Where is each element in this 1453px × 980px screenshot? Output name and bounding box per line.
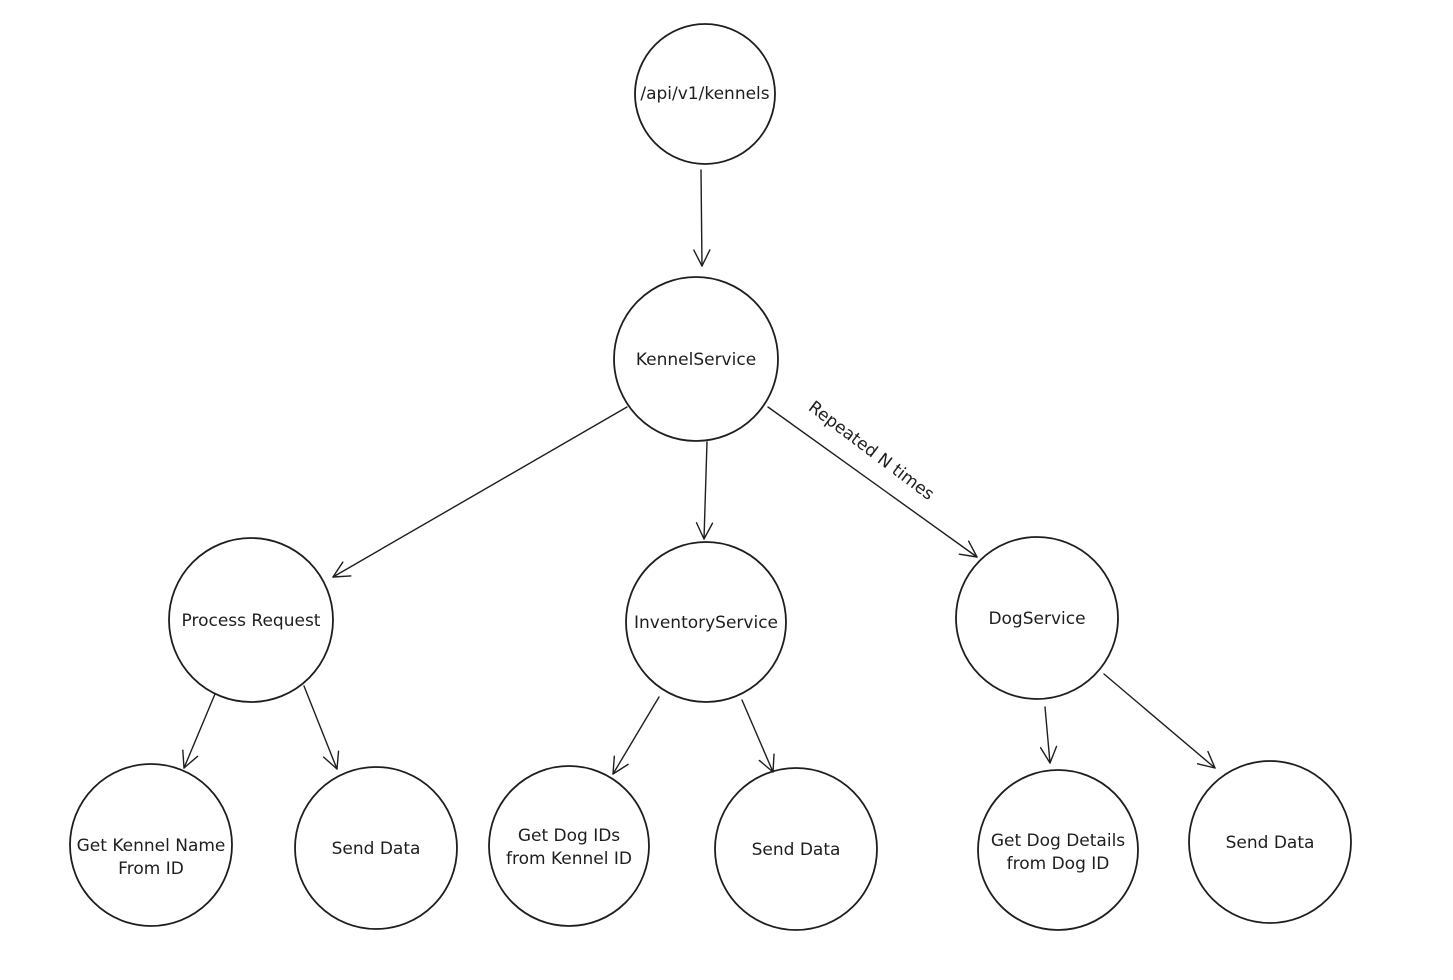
node-getdogids: Get Dog IDs from Kennel ID — [488, 765, 650, 927]
node-label: Process Request — [182, 611, 321, 631]
node-inventoryservice: InventoryService — [625, 541, 787, 703]
node-label-line-2: from Kennel ID — [506, 849, 632, 869]
edges — [182, 169, 1216, 775]
node-kennelservice: KennelService — [613, 276, 779, 442]
node-senddata-2: Send Data — [714, 767, 878, 931]
node-label-line-2: From ID — [118, 859, 184, 879]
edge-dogservice-to-senddata — [1103, 673, 1216, 769]
edge-api-to-kennelservice — [693, 169, 711, 267]
node-dogservice: DogService — [955, 536, 1119, 700]
edge-processrequest-to-senddata — [303, 685, 340, 770]
node-getdogdetails: Get Dog Details from Dog ID — [977, 769, 1139, 931]
edge-dogservice-to-getdogdetails — [1039, 706, 1058, 764]
node-label-line-1: Get Dog Details — [991, 831, 1125, 851]
node-label-line-1: Get Dog IDs — [518, 826, 620, 846]
edge-kennelservice-to-processrequest — [332, 406, 628, 578]
node-label-line-2: from Dog ID — [1007, 854, 1110, 874]
node-label: /api/v1/kennels — [640, 84, 769, 104]
node-senddata-3: Send Data — [1188, 760, 1352, 924]
node-senddata-1: Send Data — [294, 766, 458, 930]
node-label: InventoryService — [634, 613, 778, 633]
node-label: KennelService — [636, 350, 756, 370]
node-processrequest: Process Request — [168, 537, 334, 703]
node-label: DogService — [988, 609, 1085, 629]
node-label-line-1: Get Kennel Name — [77, 836, 226, 856]
edge-processrequest-to-getkennelname — [182, 693, 216, 769]
node-label: Send Data — [1226, 833, 1315, 853]
node-api-endpoint: /api/v1/kennels — [634, 23, 776, 165]
node-label: Send Data — [752, 840, 841, 860]
node-label: Send Data — [332, 839, 421, 859]
edge-kennelservice-to-dogservice — [767, 406, 978, 558]
edge-inventoryservice-to-senddata — [741, 699, 775, 773]
node-getkennelname: Get Kennel Name From ID — [69, 763, 233, 927]
edge-inventoryservice-to-getdogids — [612, 696, 660, 775]
edge-label-repeated-n-times: Repeated N times — [804, 397, 937, 504]
edge-kennelservice-to-inventoryservice — [695, 441, 714, 540]
